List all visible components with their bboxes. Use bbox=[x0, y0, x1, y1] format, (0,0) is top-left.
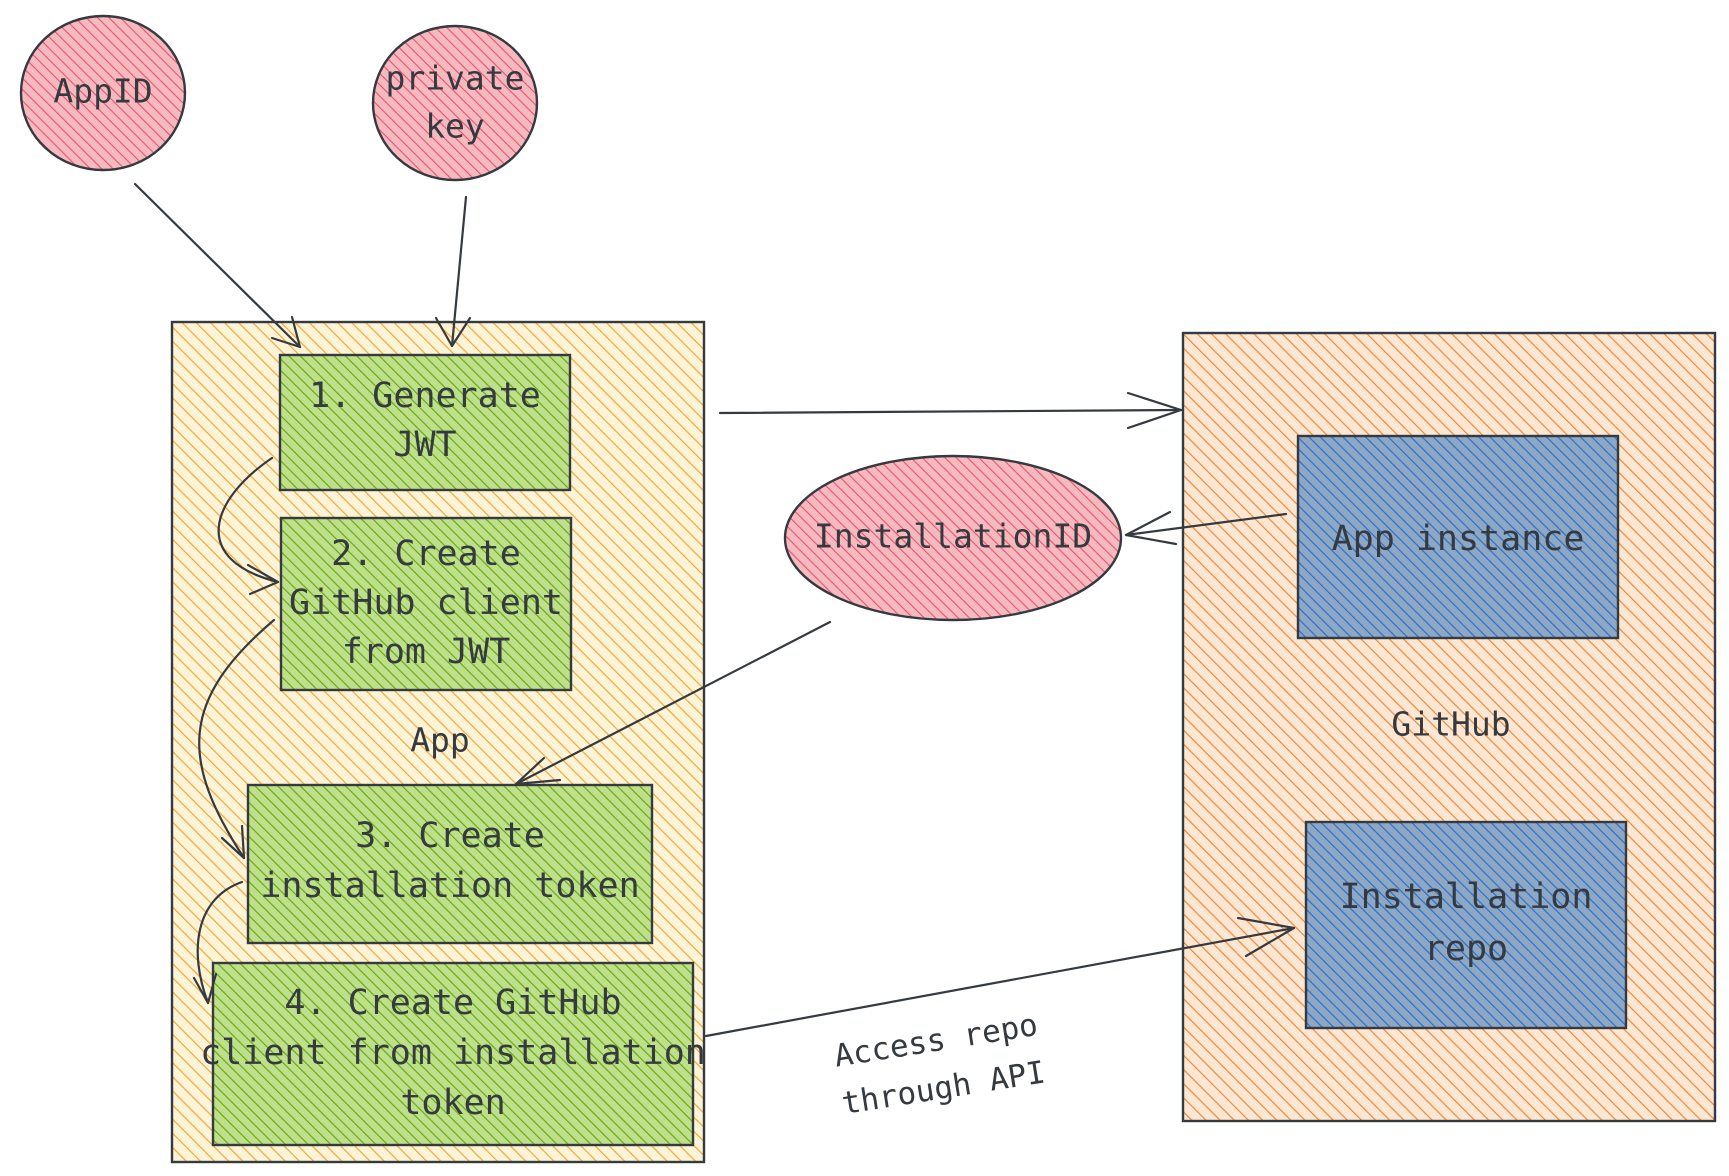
installation-repo-label-line-1: Installation bbox=[1340, 877, 1593, 917]
app-instance-node: App instance bbox=[1296, 434, 1620, 640]
app-id-node: AppID bbox=[19, 14, 187, 172]
private-key-node: private key bbox=[371, 24, 539, 182]
installation-repo-label-line-2: repo bbox=[1424, 929, 1508, 969]
installation-id-node: InstallationID bbox=[783, 454, 1123, 622]
step-1-label-line-2: JWT bbox=[393, 425, 456, 465]
step-1-label-line-1: 1. Generate bbox=[309, 376, 541, 416]
arrow-app-to-github bbox=[718, 391, 1183, 430]
app-id-label: AppID bbox=[53, 72, 152, 111]
step-4-label-line-2: client from installation bbox=[200, 1033, 706, 1073]
arrow-step-3-to-step-4 bbox=[192, 880, 244, 1005]
private-key-label-line-2: key bbox=[425, 107, 485, 146]
arrow-app-instance-to-installation-id bbox=[1124, 510, 1288, 546]
access-repo-edge-label: Access repo through API bbox=[832, 1007, 1048, 1122]
step-2-label-line-3: from JWT bbox=[342, 632, 511, 672]
step-2-create-client-from-jwt: 2. Create GitHub client from JWT bbox=[279, 516, 573, 692]
app-instance-label: App instance bbox=[1332, 519, 1585, 559]
step-2-label-line-2: GitHub client bbox=[289, 583, 563, 623]
step-4-label-line-1: 4. Create GitHub bbox=[284, 983, 621, 1023]
step-3-label-line-2: installation token bbox=[260, 866, 639, 906]
step-2-label-line-1: 2. Create bbox=[331, 534, 521, 574]
step-1-generate-jwt: 1. Generate JWT bbox=[278, 353, 572, 492]
arrow-step-1-to-step-2 bbox=[217, 456, 280, 596]
arrow-installation-id-to-step-3 bbox=[514, 620, 832, 786]
step-3-create-installation-token: 3. Create installation token bbox=[246, 783, 654, 945]
arrow-app-id-to-step-1 bbox=[133, 182, 302, 349]
step-4-create-client-from-installation-token: 4. Create GitHub client from installatio… bbox=[200, 961, 706, 1147]
step-4-label-line-3: token bbox=[400, 1083, 505, 1123]
step-3-label-line-1: 3. Create bbox=[355, 816, 545, 856]
private-key-label-line-1: private bbox=[385, 59, 524, 98]
arrow-step-2-to-step-3 bbox=[198, 618, 276, 860]
installation-repo-node: Installation repo bbox=[1304, 820, 1628, 1030]
arrow-step-4-to-installation-repo bbox=[704, 916, 1296, 1038]
installation-id-label: InstallationID bbox=[814, 517, 1092, 556]
arrow-private-key-to-step-1 bbox=[434, 195, 472, 348]
app-container-label: App bbox=[410, 721, 470, 760]
github-container-label: GitHub bbox=[1391, 705, 1510, 744]
